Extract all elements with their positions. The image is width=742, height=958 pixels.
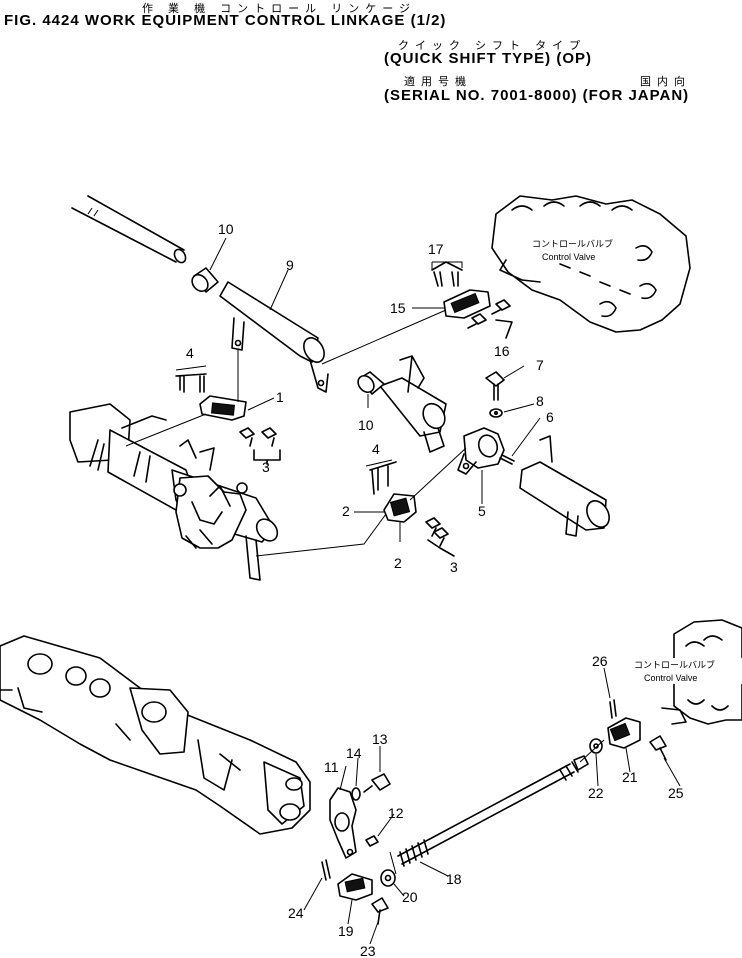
part-number-7: 7	[536, 357, 544, 373]
part-number-9: 9	[286, 257, 294, 273]
part-number-11: 11	[324, 759, 339, 775]
bolt-7-washer-8	[485, 371, 505, 418]
part-number-3-a: 3	[262, 459, 270, 475]
control-valve-label-jp: コントロールバルブ	[532, 238, 613, 249]
pin-6	[499, 454, 515, 465]
cotter-pin-24	[321, 859, 331, 881]
clevis-21	[607, 717, 641, 749]
clevis-15	[431, 261, 491, 319]
bolts-3-upper	[239, 427, 281, 465]
callout-control-valve-upper: コントロールバルブ Control Valve	[532, 238, 613, 262]
control-valve-label-en-2: Control Valve	[644, 673, 697, 683]
washer-14	[351, 787, 361, 801]
part-number-10-a: 10	[218, 221, 234, 237]
part-number-23: 23	[360, 943, 376, 958]
rod-18	[397, 755, 589, 867]
part-number-14: 14	[346, 745, 362, 761]
cotter-pin-26	[609, 699, 617, 719]
clevis-1	[199, 395, 247, 421]
part-number-2-a: 2	[342, 503, 350, 519]
part-number-4-b: 4	[372, 441, 380, 457]
cotter-pins-4-upper	[175, 373, 207, 393]
yoke-5	[457, 427, 505, 475]
control-valve-lower	[634, 619, 742, 725]
serial-label: (SERIAL NO. 7001-8000) (FOR JAPAN)	[384, 87, 690, 104]
region-label-jp: 国内向	[640, 76, 691, 88]
clevis-19	[337, 873, 373, 901]
pipe-assembly-right-upper	[379, 355, 447, 453]
pipe-assembly-right-lower	[519, 435, 610, 537]
assembly-leader-lines-upper	[125, 309, 467, 557]
assembly-leader-lines-lower	[389, 739, 605, 875]
bolt-23	[371, 897, 389, 925]
bushing-10-lower	[357, 371, 385, 395]
bolts-16	[467, 299, 513, 339]
part-number-18: 18	[446, 871, 462, 887]
lever-pipe-9	[219, 281, 329, 393]
part-number-17: 17	[428, 241, 444, 257]
figure-title: FIG. 4424 WORK EQUIPMENT CONTROL LINKAGE…	[4, 12, 447, 29]
part-number-12: 12	[388, 805, 404, 821]
part-number-5: 5	[478, 503, 486, 519]
bolt-13	[363, 773, 391, 793]
type-label-jp: クイック シフト タイプ	[398, 40, 587, 52]
serial-label-jp: 適用号機	[404, 76, 472, 88]
part-number-6: 6	[546, 409, 554, 425]
part-number-19: 19	[338, 923, 354, 939]
part-number-3-b: 3	[450, 559, 458, 575]
part-number-13: 13	[372, 731, 388, 747]
part-number-15: 15	[390, 300, 406, 316]
part-number-26: 26	[592, 653, 608, 669]
part-number-2-b: 2	[394, 555, 402, 571]
callout-control-valve-lower: コントロールバルブ Control Valve	[634, 659, 715, 683]
part-number-8: 8	[536, 393, 544, 409]
figure-title-jp: 作 業 機 コントロール リンケージ	[142, 3, 417, 15]
part-number-4-a: 4	[186, 345, 194, 361]
frame-lower-left	[0, 635, 311, 835]
type-label: (QUICK SHIFT TYPE) (OP)	[384, 50, 592, 67]
control-valve-upper	[491, 195, 691, 333]
part-number-10-b: 10	[358, 417, 374, 433]
part-number-25: 25	[668, 785, 684, 801]
bracket-assembly-left	[69, 403, 279, 581]
part-number-1: 1	[276, 389, 284, 405]
part-number-24: 24	[288, 905, 304, 921]
lever-11	[329, 787, 357, 859]
control-valve-label-jp-2: コントロールバルブ	[634, 659, 715, 670]
nut-12	[365, 835, 379, 847]
part-number-16: 16	[494, 343, 510, 359]
part-number-20: 20	[402, 889, 418, 905]
cotter-pins-4-lower	[369, 461, 397, 495]
bolts-3-lower	[425, 517, 455, 557]
part-numbers: 1 2 2 3 3 4 4 5 6 7 8 9 10 10 11 12 13 1…	[186, 221, 684, 958]
clevis-2	[383, 493, 417, 523]
nut-20	[380, 869, 396, 887]
grouping-brackets	[175, 261, 463, 467]
part-number-21: 21	[622, 769, 638, 785]
control-valve-label-en: Control Valve	[542, 252, 595, 262]
bushing-10-upper	[191, 267, 219, 293]
part-number-leaders	[209, 237, 681, 945]
part-number-22: 22	[588, 785, 604, 801]
bolt-25	[649, 735, 667, 761]
control-rod-upper	[71, 195, 187, 264]
